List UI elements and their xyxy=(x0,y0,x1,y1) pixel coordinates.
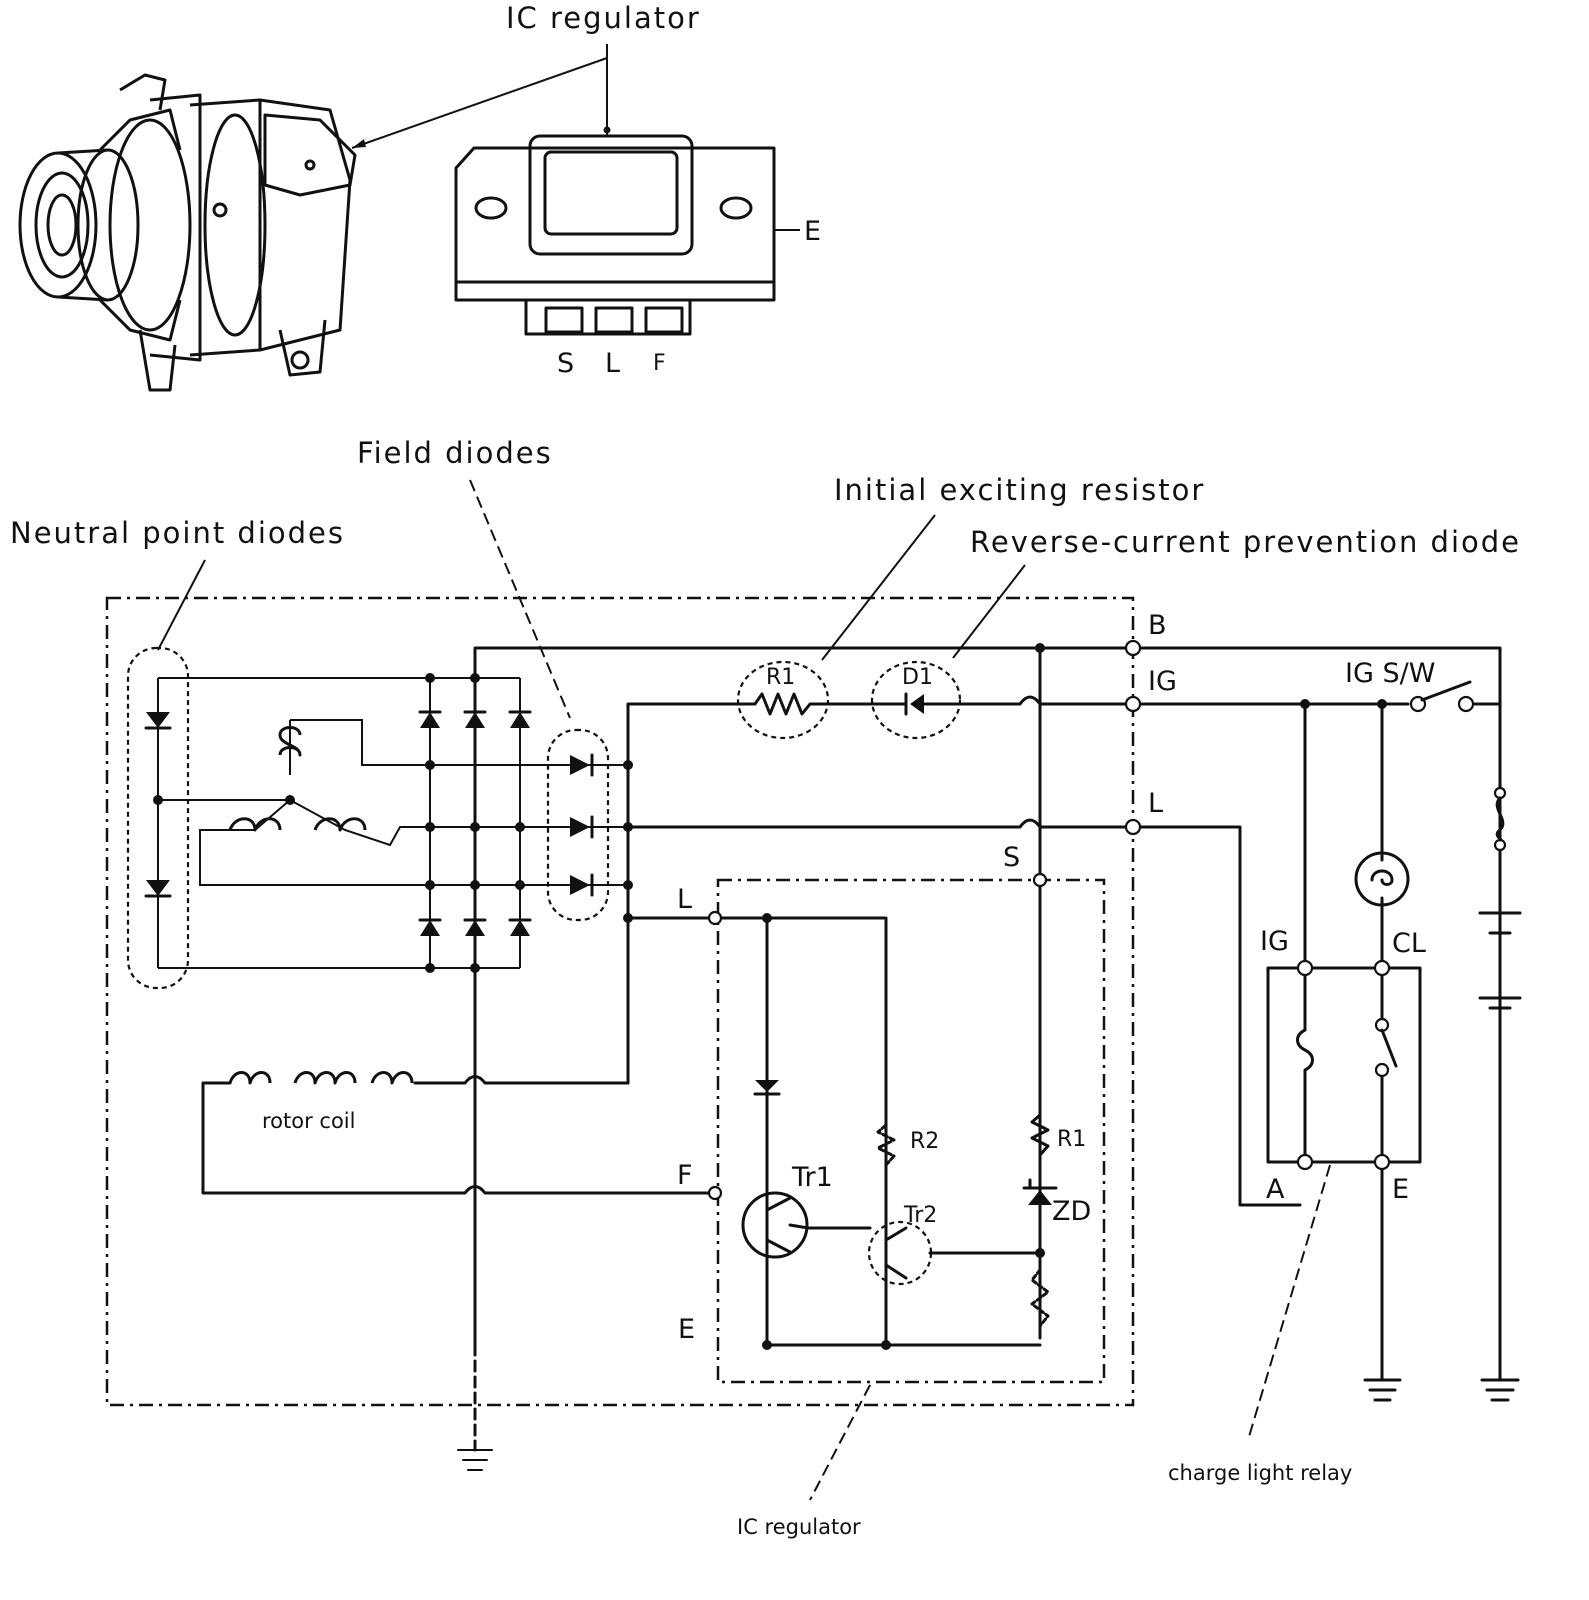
terminal-f-top-label: F xyxy=(653,351,666,376)
terminal-e-top-label: E xyxy=(804,216,821,247)
charge-lamp xyxy=(1354,851,1410,907)
field-diodes-label: Field diodes xyxy=(357,436,553,470)
ic-regulator-illustration xyxy=(454,134,776,336)
ground-symbol xyxy=(457,1343,1520,1471)
alternator-illustration xyxy=(18,73,357,392)
battery xyxy=(1478,911,1522,1010)
relay-ig-label: IG xyxy=(1260,926,1289,957)
terminal-l-top-label: L xyxy=(605,348,620,379)
ignition-switch xyxy=(1409,680,1475,713)
terminal-s-top-label: S xyxy=(557,348,574,379)
relay-a-label: A xyxy=(1266,1174,1285,1205)
stator-winding xyxy=(157,677,628,969)
field-diodes xyxy=(546,728,610,922)
reg-s-label: S xyxy=(1003,842,1020,873)
reg-l-label: L xyxy=(677,884,692,915)
rotor-coil-label: rotor coil xyxy=(262,1109,355,1133)
ic-regulator-top-label: IC regulator xyxy=(506,1,701,35)
rotor-coil xyxy=(228,1071,414,1085)
alternator-housing-boundary xyxy=(105,596,1135,1407)
neutral-point-diodes-label: Neutral point diodes xyxy=(10,516,345,550)
rectifier-diodes xyxy=(418,710,532,936)
relay-contact xyxy=(1374,1017,1398,1078)
term-b-label: B xyxy=(1148,610,1167,641)
main-wiring xyxy=(201,646,1502,1382)
tr1-label: Tr1 xyxy=(791,1162,833,1193)
initial-exciting-resistor-label: Initial exciting resistor xyxy=(834,473,1205,507)
junction-dots xyxy=(153,643,1387,1350)
ig-switch-label: IG S/W xyxy=(1345,658,1435,689)
resistor-r1 xyxy=(1030,1113,1050,1157)
ic-regulator-bottom-label: IC regulator xyxy=(737,1515,861,1539)
tr2-label: Tr2 xyxy=(903,1203,937,1228)
transistor-tr1 xyxy=(741,1080,810,1259)
relay-coil xyxy=(1296,1028,1314,1082)
ic-regulator-boundary xyxy=(716,878,1106,1384)
transistor-tr2 xyxy=(867,1220,933,1286)
neutral-point-diodes xyxy=(126,646,190,990)
zd-label: ZD xyxy=(1052,1196,1091,1227)
initial-exciting-resistor: R1 xyxy=(736,660,830,740)
resistor-r2 xyxy=(876,1123,896,1167)
reg-e-label: E xyxy=(678,1314,695,1345)
r1-label: R1 xyxy=(1057,1127,1086,1152)
charge-light-relay-label: charge light relay xyxy=(1168,1461,1352,1485)
term-l-label: L xyxy=(1148,788,1163,819)
r2-label: R2 xyxy=(910,1129,939,1154)
reg-f-label: F xyxy=(677,1160,693,1191)
d1-top-label: D1 xyxy=(902,665,933,690)
relay-cl-label: CL xyxy=(1392,928,1426,959)
relay-e-label: E xyxy=(1392,1174,1409,1205)
reverse-current-prevention-diode: D1 xyxy=(870,660,962,740)
r1-top-label: R1 xyxy=(766,665,795,690)
zener-diode xyxy=(1022,1178,1058,1205)
term-ig-label: IG xyxy=(1148,666,1177,697)
fuse xyxy=(1493,786,1507,852)
reverse-current-diode-label: Reverse-current prevention diode xyxy=(970,525,1521,559)
